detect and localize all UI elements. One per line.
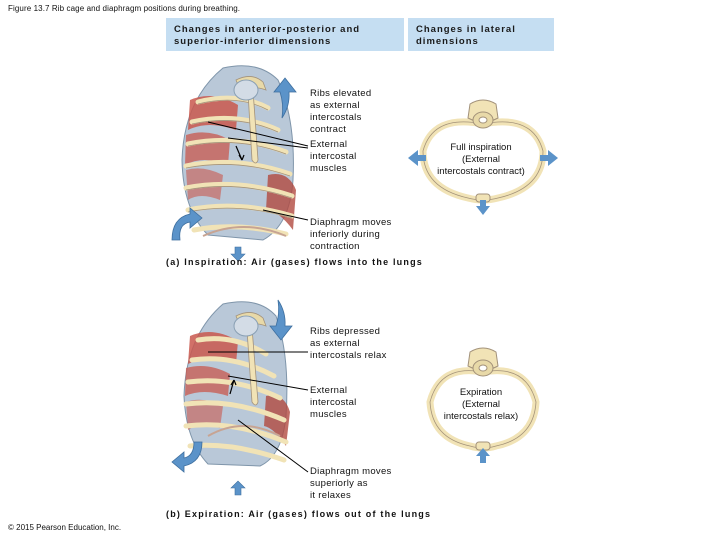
inspiration-down-arrow-icon <box>230 246 246 262</box>
inspiration-diaphragm-label: Diaphragm moves inferiorly during contra… <box>310 217 392 252</box>
expiration-up-arrow-icon <box>230 480 246 496</box>
expiration-lateral-ribcage <box>426 347 540 463</box>
inspiration-muscles-label: External intercostal muscles <box>310 139 357 174</box>
expiration-ribcage-illustration <box>183 301 309 473</box>
figure-title: Figure 13.7 Rib cage and diaphragm posit… <box>8 4 241 13</box>
inspiration-forward-arrow-icon <box>171 207 203 241</box>
expiration-diaphragm-label: Diaphragm moves superiorly as it relaxes <box>310 466 392 501</box>
expiration-lateral-label: Expiration (External intercostals relax) <box>443 387 519 422</box>
header-lateral: Changes in lateral dimensions <box>408 18 554 51</box>
expiration-backward-arrow-icon <box>171 441 203 473</box>
copyright-notice: © 2015 Pearson Education, Inc. <box>8 523 122 532</box>
header-anterior-posterior: Changes in anterior-posterior and superi… <box>166 18 404 51</box>
inspiration-ribcage-illustration <box>181 65 309 241</box>
expiration-caption: (b) Expiration: Air (gases) flows out of… <box>166 509 432 519</box>
expiration-down-arrow-icon <box>269 299 293 341</box>
inspiration-up-arrow-icon <box>273 77 297 119</box>
inspiration-lateral-label: Full inspiration (External intercostals … <box>437 142 525 177</box>
inspiration-ribs-label: Ribs elevated as external intercostals c… <box>310 88 372 135</box>
expiration-muscles-label: External intercostal muscles <box>310 385 357 420</box>
expiration-ribs-label: Ribs depressed as external intercostals … <box>310 326 387 361</box>
inspiration-lateral-ribcage <box>408 99 558 215</box>
inspiration-caption: (a) Inspiration: Air (gases) flows into … <box>166 257 423 267</box>
